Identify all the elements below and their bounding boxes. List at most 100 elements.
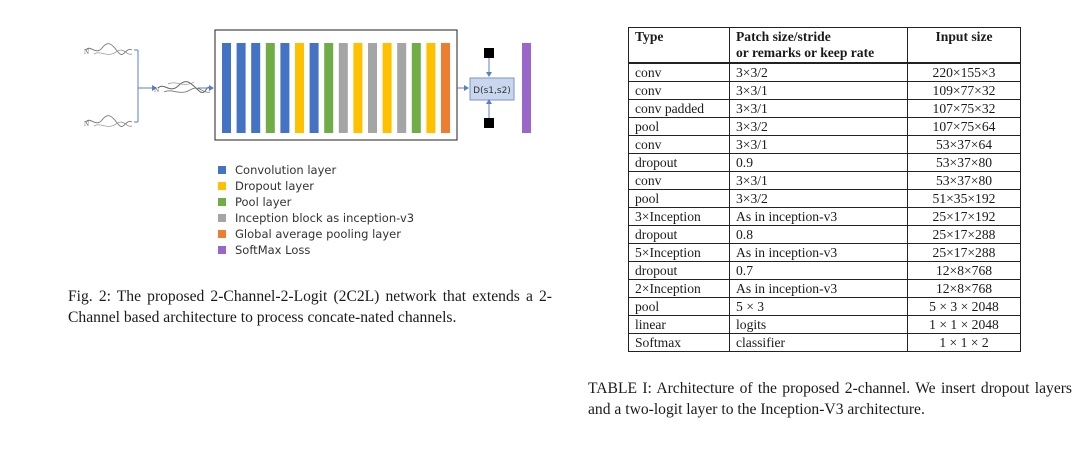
layer-bar-pool: [324, 43, 334, 133]
legend-label: SoftMax Loss: [235, 243, 311, 257]
cell-patch: 3×3/1: [729, 171, 908, 190]
cell-type: 2×Inception: [628, 279, 730, 298]
cell-input-size: 25×17×192: [907, 207, 1021, 226]
cell-type: linear: [628, 315, 730, 334]
network-figure: N N N D(s1,s2): [60, 10, 560, 280]
cell-input-size: 107×75×64: [907, 117, 1021, 136]
architecture-table: Type Patch size/stride or remarks or kee…: [628, 27, 1021, 352]
cell-type: conv: [628, 81, 730, 100]
cell-patch: As in inception-v3: [729, 207, 908, 226]
signature-concatenated: N: [154, 81, 211, 94]
cell-input-size: 109×77×32: [907, 81, 1021, 100]
table-header-row: Type Patch size/stride or remarks or kee…: [628, 27, 1021, 64]
layer-bar-conv: [236, 43, 246, 133]
logit-node-bottom: [484, 118, 494, 128]
cell-type: pool: [628, 189, 730, 208]
cell-input-size: 12×8×768: [907, 261, 1021, 280]
layer-bar-dropout: [426, 43, 436, 133]
cell-input-size: 53×37×64: [907, 135, 1021, 154]
cell-type: conv: [628, 135, 730, 154]
cell-patch: 0.8: [729, 225, 908, 244]
cell-type: pool: [628, 117, 730, 136]
cell-type: 3×Inception: [628, 207, 730, 226]
legend-swatch: [218, 246, 226, 254]
input-label-top: N: [84, 48, 89, 56]
layer-bar-inception: [338, 43, 348, 133]
legend-label: Dropout layer: [235, 179, 315, 193]
legend-item: Pool layer: [218, 194, 291, 210]
cell-type: conv: [628, 171, 730, 190]
softmax-bar: [522, 43, 531, 133]
cell-input-size: 53×37×80: [907, 171, 1021, 190]
cell-input-size: 51×35×192: [907, 189, 1021, 208]
cell-type: dropout: [628, 225, 730, 244]
header-type: Type: [628, 27, 730, 64]
cell-input-size: 107×75×32: [907, 99, 1021, 118]
cell-patch: logits: [729, 315, 908, 334]
layer-bar-inception: [368, 43, 377, 133]
distance-label: D(s1,s2): [473, 86, 511, 96]
cell-type: 5×Inception: [628, 243, 730, 262]
signature-input-top: N: [84, 43, 133, 56]
legend-swatch: [218, 198, 226, 206]
layer-bars: [222, 43, 450, 133]
cell-patch: 3×3/1: [729, 99, 908, 118]
cell-patch: classifier: [729, 333, 908, 352]
cell-input-size: 25×17×288: [907, 225, 1021, 244]
layer-bar-pool: [411, 43, 421, 133]
layer-bar-conv: [222, 43, 231, 133]
legend-item: Convolution layer: [218, 162, 336, 178]
input-label-concatenated: N: [154, 86, 159, 94]
header-input-size: Input size: [907, 27, 1021, 64]
layer-bar-avgpool: [441, 43, 450, 133]
network-diagram: N N N D(s1,s2): [84, 29, 531, 141]
cell-type: conv: [628, 62, 730, 82]
layer-bar-dropout: [382, 43, 392, 133]
layer-bar-conv: [251, 43, 261, 133]
cell-type: dropout: [628, 153, 730, 172]
table-caption: TABLE I: Architecture of the proposed 2-…: [588, 380, 1072, 418]
legend-swatch: [218, 182, 226, 190]
legend-label: Convolution layer: [235, 163, 337, 177]
legend-swatch: [218, 230, 226, 238]
cell-patch: As in inception-v3: [729, 243, 908, 262]
legend-item: SoftMax Loss: [218, 242, 310, 258]
cell-patch: 5 × 3: [729, 297, 908, 316]
logit-node-top: [484, 48, 494, 58]
cell-input-size: 1 × 1 × 2: [907, 333, 1021, 352]
cell-patch: 3×3/2: [729, 62, 908, 82]
signature-input-bottom: N: [84, 115, 133, 128]
cell-patch: 3×3/2: [729, 189, 908, 208]
legend-item: Inception block as inception-v3: [218, 210, 414, 226]
cell-type: dropout: [628, 261, 730, 280]
legend-label: Global average pooling layer: [235, 227, 401, 241]
layer-bar-conv: [280, 43, 290, 133]
cell-type: Softmax: [628, 333, 730, 352]
layer-bar-dropout: [353, 43, 363, 133]
cell-input-size: 1 × 1 × 2048: [907, 315, 1021, 334]
header-patch: Patch size/stride or remarks or keep rat…: [729, 27, 908, 64]
cell-patch: 0.7: [729, 261, 908, 280]
figure-caption: Fig. 2: The proposed 2-Channel-2-Logit (…: [68, 288, 552, 326]
cell-patch: 0.9: [729, 153, 908, 172]
layer-bar-inception: [397, 43, 407, 133]
cell-patch: 3×3/2: [729, 117, 908, 136]
layer-bar-pool: [265, 43, 275, 133]
cell-patch: 3×3/1: [729, 135, 908, 154]
cell-input-size: 53×37×80: [907, 153, 1021, 172]
cell-input-size: 220×155×3: [907, 62, 1021, 82]
cell-patch: As in inception-v3: [729, 279, 908, 298]
legend-label: Inception block as inception-v3: [235, 211, 415, 225]
